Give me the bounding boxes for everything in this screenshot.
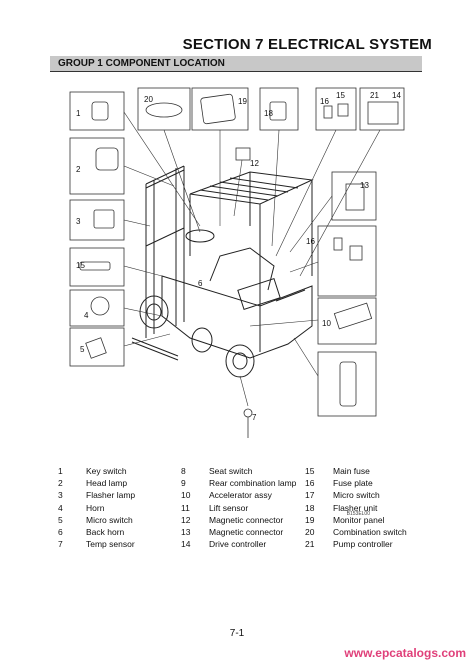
micro-switch-16-icon (333, 237, 343, 251)
callout-14: 14 (392, 91, 401, 100)
fuse-plate-icon (323, 105, 333, 119)
callout-7: 7 (252, 413, 257, 422)
connector-12-icon (235, 147, 251, 161)
callout-16: 16 (320, 97, 329, 106)
callout-6: 6 (198, 279, 203, 288)
section-title: SECTION 7 ELECTRICAL SYSTEM (182, 36, 432, 53)
callout-box-21-14 (359, 87, 405, 131)
mast (145, 165, 185, 338)
callout-box-16b (317, 225, 377, 297)
fuse-16-icon (349, 245, 363, 261)
callout-21: 21 (370, 91, 379, 100)
truck-body (161, 247, 313, 359)
callout-box-lamp (317, 351, 377, 417)
callout-box-1 (69, 91, 125, 131)
callout-2: 2 (76, 165, 81, 174)
main-fuse-icon (337, 103, 349, 117)
wheels (139, 295, 255, 378)
callout-box-13 (331, 171, 377, 221)
magnetic-connector-icon (345, 183, 365, 211)
callout-15: 15 (336, 91, 345, 100)
pump-controller-icon (367, 101, 399, 125)
head-lamp-icon (95, 147, 119, 171)
page-number: 7-1 (229, 628, 245, 639)
flasher-lamp-icon (93, 209, 115, 229)
micro-switch-icon (79, 261, 111, 271)
flasher-unit-icon (269, 101, 287, 121)
callout-19: 19 (238, 97, 247, 106)
callout-box-4 (69, 289, 125, 327)
callout-box-17 (69, 247, 125, 287)
callout-3: 3 (76, 217, 81, 226)
callout-5: 5 (80, 345, 85, 354)
horn-icon (90, 296, 110, 316)
overhead-guard (189, 171, 314, 306)
callout-10: 10 (322, 319, 331, 328)
callout-13: 13 (360, 181, 369, 190)
group-title: GROUP 1 COMPONENT LOCATION (50, 56, 422, 72)
callout-18: 18 (264, 109, 273, 118)
watermark: www.epcatalogs.com (344, 646, 466, 660)
callout-12: 12 (250, 159, 259, 168)
steering-wheel (185, 229, 215, 243)
temp-sensor-icon (243, 408, 253, 418)
monitor-panel-icon (200, 93, 236, 125)
callout-4: 4 (84, 311, 89, 320)
fork (131, 337, 179, 361)
accelerator-icon (333, 302, 373, 330)
callout-1: 1 (76, 109, 81, 118)
drawing-code: B153EL00 (346, 511, 370, 517)
callout-20: 20 (144, 95, 153, 104)
component-location-diagram: 1 2 3 15 4 5 20 19 18 16 15 21 14 13 12 … (50, 76, 422, 517)
micro-switch-5-icon (85, 337, 107, 359)
combination-switch-icon (145, 102, 183, 118)
rear-lamp-icon (339, 361, 357, 407)
forklift-drawing: 1 2 3 15 4 5 20 19 18 16 15 21 14 13 12 … (69, 87, 405, 438)
callout-box-19 (191, 87, 249, 131)
callout-box-5 (69, 327, 125, 367)
callout-box-10 (317, 297, 377, 345)
key-switch-icon (91, 101, 109, 121)
callout-16b: 16 (306, 237, 315, 246)
callout-17: 15 (76, 261, 85, 270)
